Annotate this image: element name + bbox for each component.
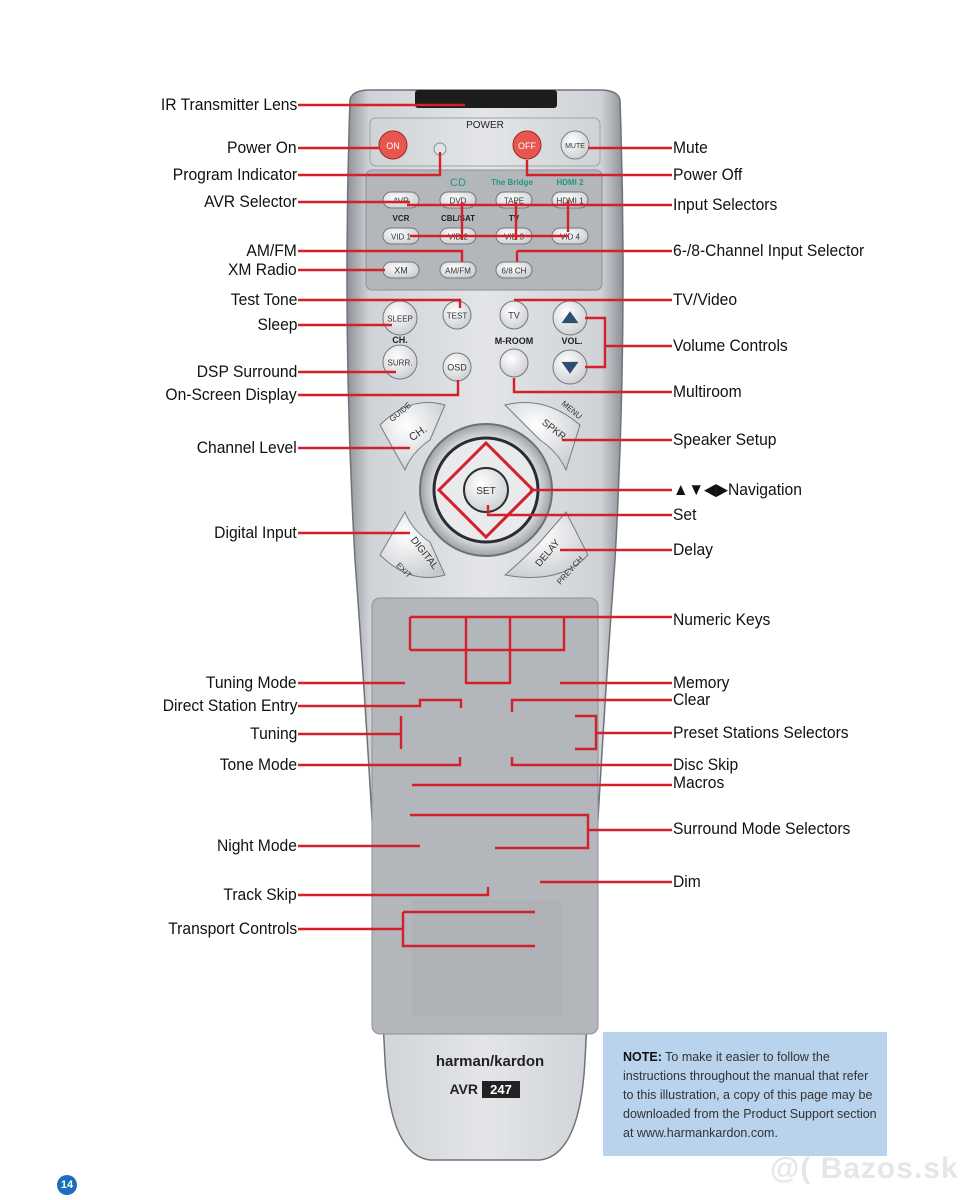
svg-text:TEST: TEST [447,312,468,321]
label-right-4: TV/Video [673,290,738,309]
svg-text:SET: SET [476,486,495,497]
svg-text:AM/FM: AM/FM [445,267,471,276]
label-left-10: Channel Level [196,438,297,457]
label-left-3: AVR Selector [204,192,297,211]
label-right-18: Dim [673,872,701,891]
svg-text:SURR.: SURR. [388,359,413,368]
label-left-0: IR Transmitter Lens [160,95,297,114]
label-right-17: Surround Mode Selectors [673,819,851,838]
note-text: To make it easier to follow the instruct… [623,1050,877,1140]
label-left-17: Track Skip [223,885,297,904]
multiroom-button[interactable] [499,348,529,378]
label-right-12: Memory [673,673,730,692]
tv-video-button[interactable]: TV [499,300,529,330]
label-left-2: Program Indicator [172,165,297,184]
tag-cd: CD [450,177,466,189]
label-left-7: Sleep [256,315,297,334]
model-number: 247 [490,1082,512,1097]
tag-vol: VOL. [561,336,582,346]
svg-text:VID 4: VID 4 [560,233,581,242]
label-left-8: DSP Surround [196,362,297,381]
tag-vcr: VCR [393,214,410,223]
label-right-0: Mute [673,138,708,157]
power-off-button[interactable]: OFF [512,130,542,160]
label-left-11: Digital Input [214,523,297,542]
tag-cblsat: CBL/SAT [441,214,475,223]
leader-lines [298,103,672,948]
mute-button[interactable]: MUTE [560,130,590,160]
volume-up-button[interactable] [552,300,588,336]
label-left-9: On-Screen Display [165,385,297,404]
label-left-14: Tuning [249,724,297,743]
label-right-8: ▲▼◀▶Navigation [673,480,802,499]
label-right-15: Disc Skip [673,755,739,774]
test-button[interactable]: TEST [442,300,472,330]
label-left-12: Tuning Mode [206,673,297,692]
68ch-button[interactable]: 6/8 CH [495,261,533,279]
label-left-16: Night Mode [217,836,297,855]
svg-text:XM: XM [394,266,408,276]
page-number: 14 [57,1175,77,1195]
label-left-1: Power On [227,138,297,157]
svg-text:TAPE: TAPE [504,197,524,206]
label-left-18: Transport Controls [168,919,297,938]
tag-ch: CH. [392,335,408,345]
set-button[interactable]: SET [463,467,509,513]
input-panel [365,169,603,291]
label-right-1: Power Off [673,165,743,184]
tag-mroom: M-ROOM [495,336,534,346]
sleep-button[interactable]: SLEEP [382,300,418,336]
label-right-16: Macros [673,773,725,792]
svg-text:HDMI 1: HDMI 1 [556,197,584,206]
svg-text:6/8 CH: 6/8 CH [502,267,527,276]
xm-button[interactable]: XM [382,261,420,279]
ir-lens [415,90,557,108]
svg-text:VID 1: VID 1 [391,233,412,242]
surround-button[interactable]: SURR. [382,344,418,380]
label-left-5: XM Radio [228,260,297,279]
svg-text:SLEEP: SLEEP [387,315,413,324]
label-left-15: Tone Mode [219,755,297,774]
channel-level-button[interactable]: CH. GUIDE [379,400,446,472]
label-right-5: Volume Controls [673,336,788,355]
power-header: POWER [466,120,504,131]
power-panel [369,117,601,167]
brand-logo: harman/kardon [436,1053,544,1070]
label-left-4: AM/FM [246,241,297,260]
svg-text:MUTE: MUTE [565,143,585,150]
label-right-2: Input Selectors [673,195,778,214]
note-box: NOTE: To make it easier to follow the in… [603,1032,887,1156]
svg-text:OSD: OSD [447,363,467,373]
note-lead: NOTE: [623,1050,662,1064]
svg-text:ON: ON [386,141,400,151]
transport-panel [412,900,562,1016]
svg-text:TV: TV [508,311,520,321]
label-right-13: Clear [673,690,711,709]
watermark: @( Bazos.sk [770,1152,959,1185]
osd-button[interactable]: OSD [442,352,472,382]
label-left-6: Test Tone [230,290,297,309]
label-left-13: Direct Station Entry [162,696,297,715]
label-right-6: Multiroom [673,382,742,401]
label-right-7: Speaker Setup [673,430,777,449]
svg-text:OFF: OFF [518,141,536,151]
amfm-button[interactable]: AM/FM [439,261,477,279]
label-right-9: Set [673,505,697,524]
svg-text:DVD: DVD [450,197,467,206]
tag-bridge: The Bridge [491,178,533,187]
tag-hdmi2: HDMI 2 [556,178,584,187]
label-right-14: Preset Stations Selectors [673,723,849,742]
label-right-3: 6-/8-Channel Input Selector [673,241,865,260]
label-right-11: Numeric Keys [673,610,771,629]
tag-tv: TV [509,214,520,223]
model-prefix: AVR [449,1081,478,1097]
volume-down-button[interactable] [552,349,588,385]
power-on-button[interactable]: ON [378,130,408,160]
label-right-10: Delay [673,540,713,559]
